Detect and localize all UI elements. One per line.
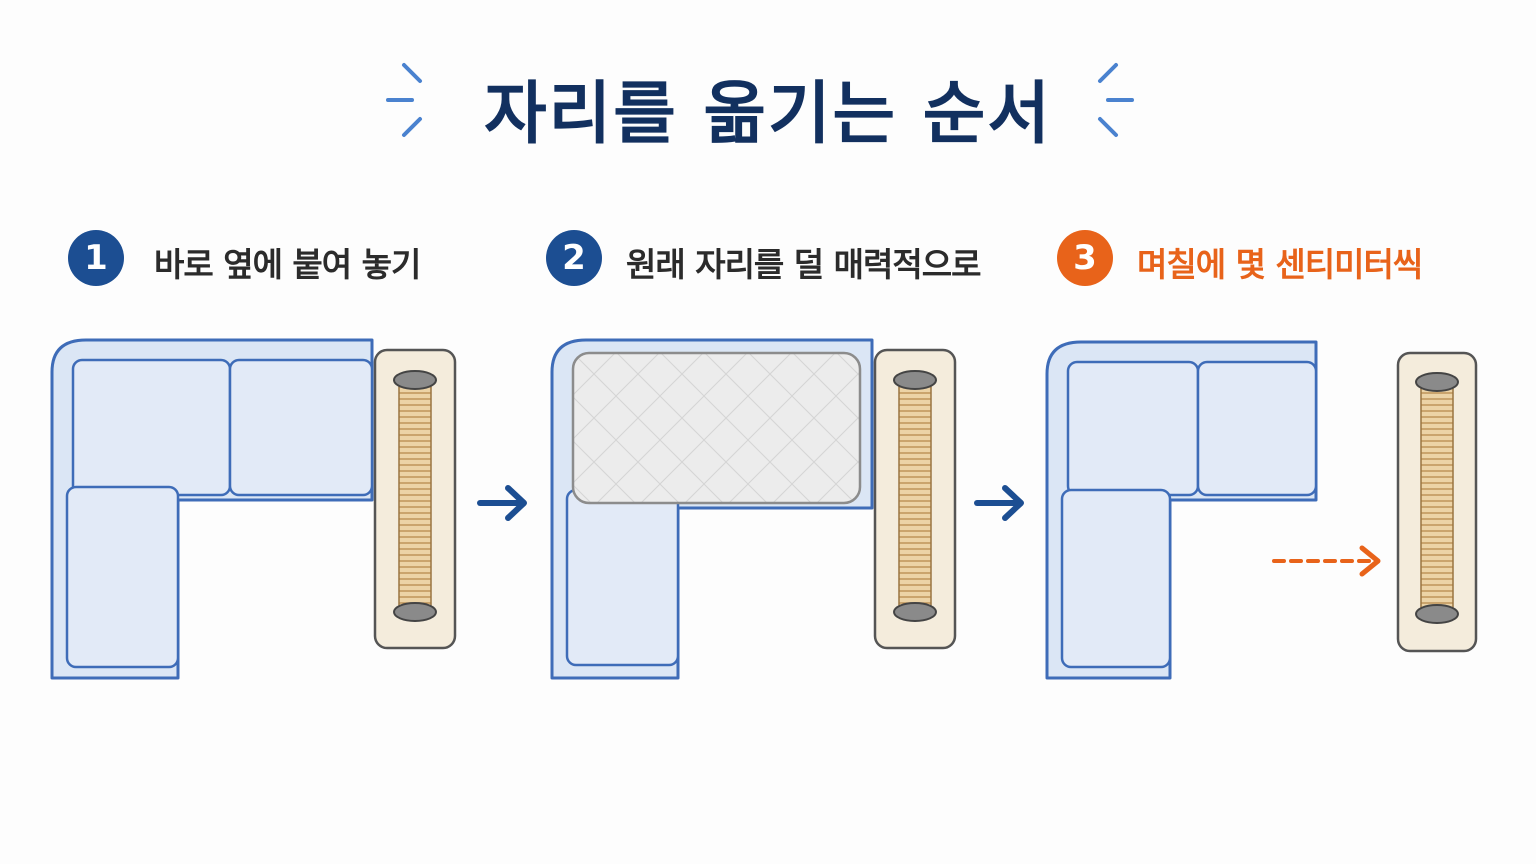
step-number-badge: 3 <box>1057 230 1113 286</box>
scratching-post-icon <box>1396 351 1478 653</box>
illustration-area <box>50 338 1478 680</box>
step-label: 원래 자리를 덜 매력적으로 <box>626 245 981 284</box>
step-1: 1 바로 옆에 붙여 놓기 <box>68 230 488 290</box>
step-3: 3 며칠에 몇 센티미터씩 <box>1057 230 1497 290</box>
sparkle-icon <box>386 63 422 137</box>
dashed-arrow-icon <box>1272 545 1381 577</box>
arrow-right-icon <box>477 485 527 521</box>
sofa-icon <box>1045 340 1318 680</box>
step-number-badge: 1 <box>68 230 124 286</box>
scratching-post-icon <box>873 348 957 650</box>
arrow-right-icon <box>974 485 1024 521</box>
cover-icon <box>571 351 862 505</box>
page-title: 자리를 옮기는 순서 <box>484 75 1052 154</box>
sofa-icon <box>50 338 374 680</box>
sparkle-icon <box>1098 63 1134 137</box>
step-label: 바로 옆에 붙여 놓기 <box>154 245 421 284</box>
step-2: 2 원래 자리를 덜 매력적으로 <box>546 230 986 290</box>
step-number-badge: 2 <box>546 230 602 286</box>
step-label: 며칠에 몇 센티미터씩 <box>1137 245 1423 284</box>
scratching-post-icon <box>373 348 457 650</box>
